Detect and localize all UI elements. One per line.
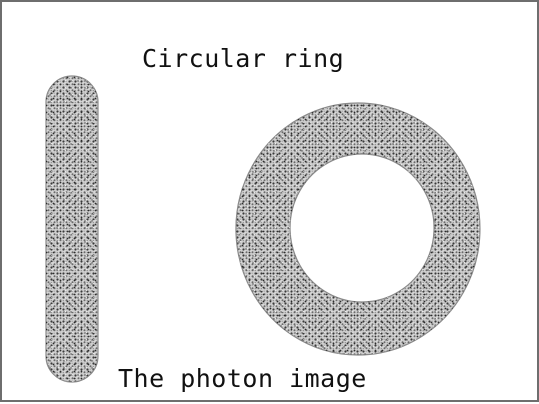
photon-rod-shape bbox=[46, 76, 98, 382]
photon-image-label: The photon image bbox=[118, 366, 367, 391]
circular-ring-label: Circular ring bbox=[142, 46, 344, 71]
circular-ring-shape bbox=[236, 103, 480, 355]
